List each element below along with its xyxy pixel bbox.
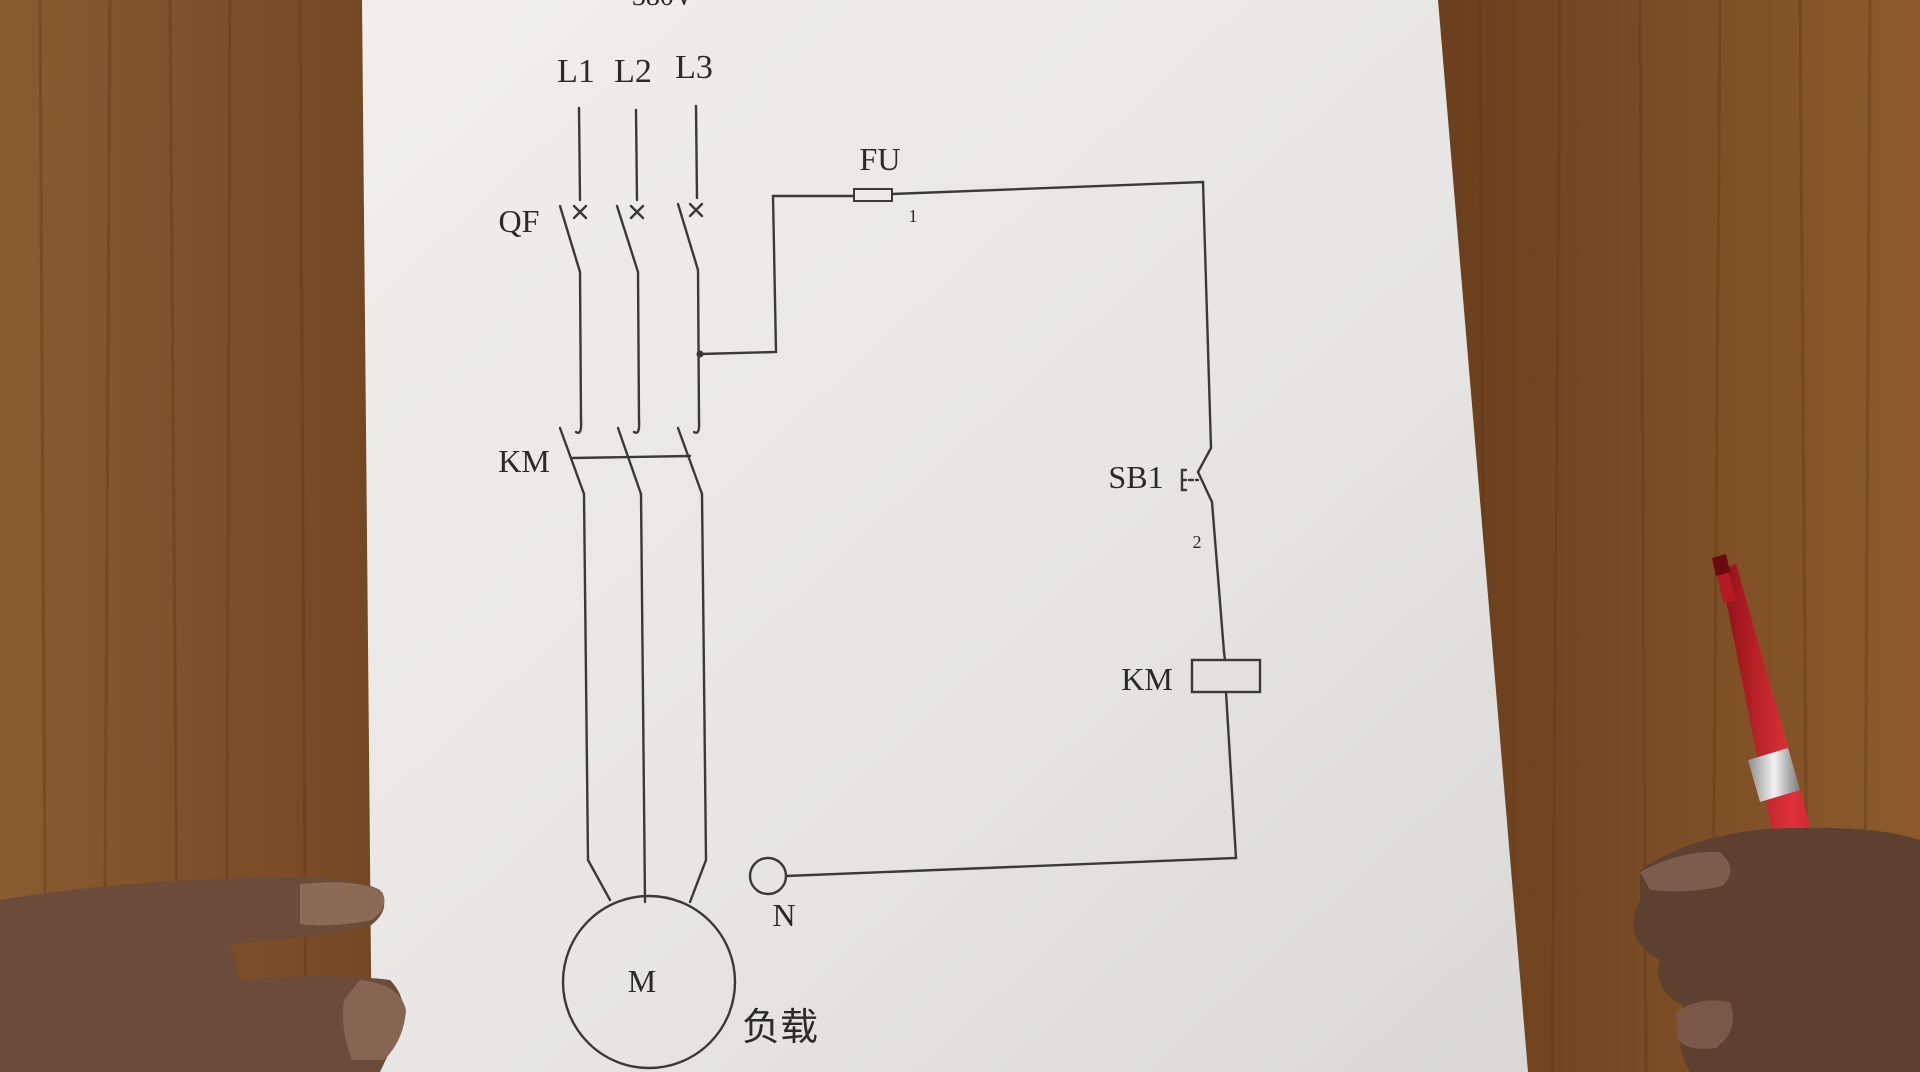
control-wire-return [784,690,1238,878]
button-sb1-symbol [1180,446,1226,654]
coil-wire-top [1222,650,1227,662]
left-hand [0,877,406,1072]
motor-symbol [561,894,737,1070]
paper-sheet [362,0,1528,1072]
phase-label-l1: L1 [557,53,595,90]
phase-label-l2: L2 [614,53,652,90]
button-label: SB1 [1108,459,1163,495]
control-wire-to-fuse [698,194,856,356]
phase-wires [577,104,699,202]
voltage-label: 380V [632,0,694,12]
contactor-main-symbol [558,418,708,904]
fuse-label: FU [860,141,901,177]
button-wire-number: 2 [1193,532,1202,552]
neutral-label: N [772,897,795,933]
neutral-terminal [748,856,788,896]
circuit-diagram: 380V L1 L2 L3 QF KM [498,0,1262,1070]
load-label: 负载 [742,1007,818,1049]
control-wire-top [890,180,1213,450]
coil-label: KM [1121,661,1173,697]
contactor-main-label: KM [498,443,550,479]
phase-label-l3: L3 [675,49,713,86]
fuse-wire-number: 1 [909,206,918,226]
breaker-label: QF [499,203,540,239]
breaker-qf-symbol [558,202,704,422]
motor-label: M [628,963,656,999]
right-hand [1633,827,1920,1072]
